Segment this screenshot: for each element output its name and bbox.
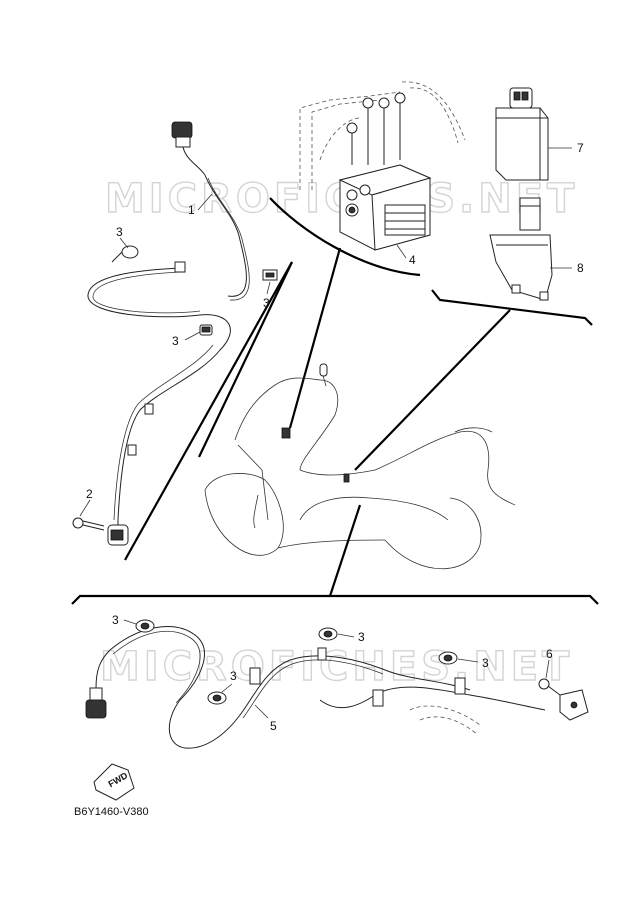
rear-sensor-bolt [538, 678, 561, 696]
abs-control-unit [495, 87, 549, 181]
rear-clamp-3 [438, 651, 458, 665]
callout-5: 5 [270, 719, 277, 733]
front-wheel-sensor [107, 520, 129, 546]
rear-sensor-lead [109, 626, 471, 749]
ecu-location-marker [343, 473, 350, 483]
cable-grommet-top [174, 261, 186, 273]
diagram-code: B6Y1460-V380 [74, 806, 149, 818]
abs-hydraulic-unit [338, 164, 432, 251]
ecu-group [354, 87, 593, 471]
hydraulic-unit-group [269, 81, 466, 429]
brake-pipe-unions [346, 92, 406, 165]
callout-3-rear-2: 3 [358, 630, 365, 644]
callout-3-front-upper: 3 [116, 225, 123, 239]
rear-grommet-3 [372, 689, 384, 707]
callout-3-rear-3: 3 [482, 656, 489, 670]
rear-sensor-connector [85, 649, 111, 719]
rear-grommet-4 [454, 677, 466, 695]
callout-7: 7 [577, 141, 584, 155]
callout-8: 8 [577, 261, 584, 275]
ecu-pointer-line [354, 309, 511, 471]
rear-clamp-4 [207, 691, 227, 705]
rear-sensor-group [71, 594, 599, 749]
callout-1: 1 [188, 203, 195, 217]
callout-4: 4 [409, 253, 416, 267]
callout-3-rear-1: 3 [112, 613, 119, 627]
front-group-frame-line [124, 261, 293, 561]
fwd-arrow: FWD [93, 763, 135, 801]
front-sensor-bolt [72, 517, 105, 531]
rear-wheel-sensor [559, 689, 589, 721]
front-wheel-outline [204, 473, 284, 556]
rear-group-pointer-line [328, 504, 362, 597]
callout-3-front-lower: 3 [172, 334, 179, 348]
callout-3-front-connector: 3 [263, 296, 270, 310]
rear-grommet-2 [317, 647, 327, 661]
hu-pointer-line [288, 247, 342, 429]
front-group-pointer-line [198, 261, 293, 458]
front-sensor-connector [171, 121, 206, 176]
ecu-group-bracket [431, 289, 593, 326]
callout-6: 6 [546, 647, 553, 661]
rear-clamp-2 [318, 627, 338, 641]
front-clamp-upper [111, 245, 139, 263]
motorcycle-outline [204, 363, 516, 597]
front-sensor-group [72, 121, 293, 561]
callout-3-rear-4: 3 [230, 669, 237, 683]
front-clamp-lower [199, 324, 213, 336]
cable-grommet-low [127, 444, 137, 456]
hu-group-bracket [269, 197, 421, 277]
front-sensor-cable [87, 267, 231, 521]
front-sensor-lead [204, 174, 247, 297]
rear-clamp-1 [135, 619, 155, 633]
hu-location-marker [281, 427, 291, 439]
watermark-bottom: MICROFICHES.NET [100, 644, 573, 690]
rear-grommet-1 [249, 667, 261, 685]
ecu-connector-plug [519, 197, 541, 231]
front-connector-small [262, 269, 278, 281]
cable-grommet-mid [144, 403, 154, 415]
mirror [319, 363, 328, 377]
ecu-bracket [489, 234, 553, 301]
rear-group-bracket [71, 594, 599, 605]
callout-2: 2 [86, 487, 93, 501]
